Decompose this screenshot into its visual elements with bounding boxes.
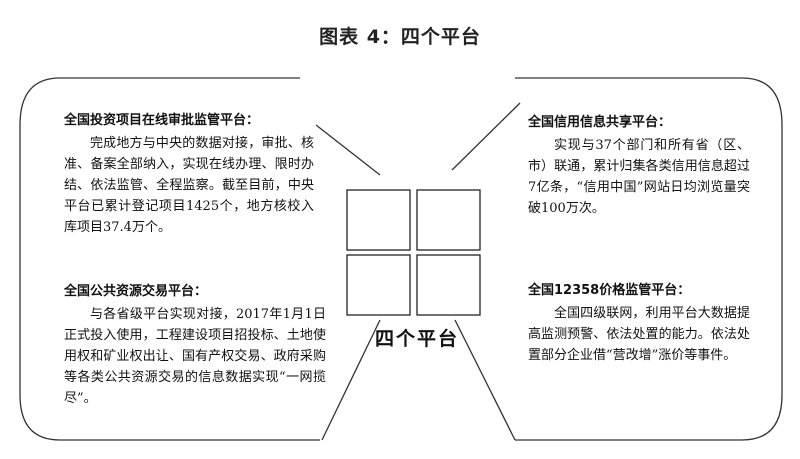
square-bottom-left — [346, 254, 411, 316]
investment-platform-block: 全国投资项目在线审批监管平台： 完成地方与中央的数据对接，审批、核准、备案全部纳… — [64, 110, 314, 238]
connector-top-left — [315, 124, 381, 176]
frame-left-bracket — [19, 77, 320, 441]
center-label: 四个平台 — [374, 328, 459, 350]
resource-trading-platform-heading: 全国公共资源交易平台： — [64, 284, 208, 299]
square-top-left — [346, 189, 411, 251]
price-platform-heading: 全国12358价格监管平台： — [528, 283, 691, 298]
credit-platform-block: 全国信用信息共享平台： 实现与37个部门和所有省（区、市）联通，累计归集各类信用… — [528, 112, 750, 219]
resource-trading-platform-text: 与各省级平台实现对接，2017年1月1日正式投入使用，工程建设项目招投标、土地使… — [64, 307, 326, 406]
investment-platform-text: 完成地方与中央的数据对接，审批、核准、备案全部纳入，实现在线办理、限时办结、依法… — [64, 136, 314, 235]
credit-platform-text: 实现与37个部门和所有省（区、市）联通，累计归集各类信用信息超过7亿条，“信用中… — [528, 138, 750, 216]
connector-bottom-right — [454, 319, 516, 441]
connector-bottom-left — [321, 319, 381, 441]
investment-platform-heading: 全国投资项目在线审批监管平台： — [64, 113, 260, 128]
square-bottom-right — [416, 254, 481, 316]
frame-right-bracket — [515, 77, 783, 441]
resource-trading-platform-block: 全国公共资源交易平台： 与各省级平台实现对接，2017年1月1日正式投入使用，工… — [64, 281, 326, 409]
credit-platform-heading: 全国信用信息共享平台： — [528, 115, 672, 130]
figure-title: 图表 4：四个平台 — [319, 26, 481, 48]
price-platform-text: 全国四级联网，利用平台大数据提高监测预警、依法处置的能力。依法处置部分企业借“营… — [528, 306, 750, 363]
four-squares-icon — [346, 189, 481, 316]
price-platform-block: 全国12358价格监管平台： 全国四级联网，利用平台大数据提高监测预警、依法处置… — [528, 280, 750, 366]
connector-top-right — [451, 102, 521, 171]
square-top-right — [416, 189, 481, 251]
